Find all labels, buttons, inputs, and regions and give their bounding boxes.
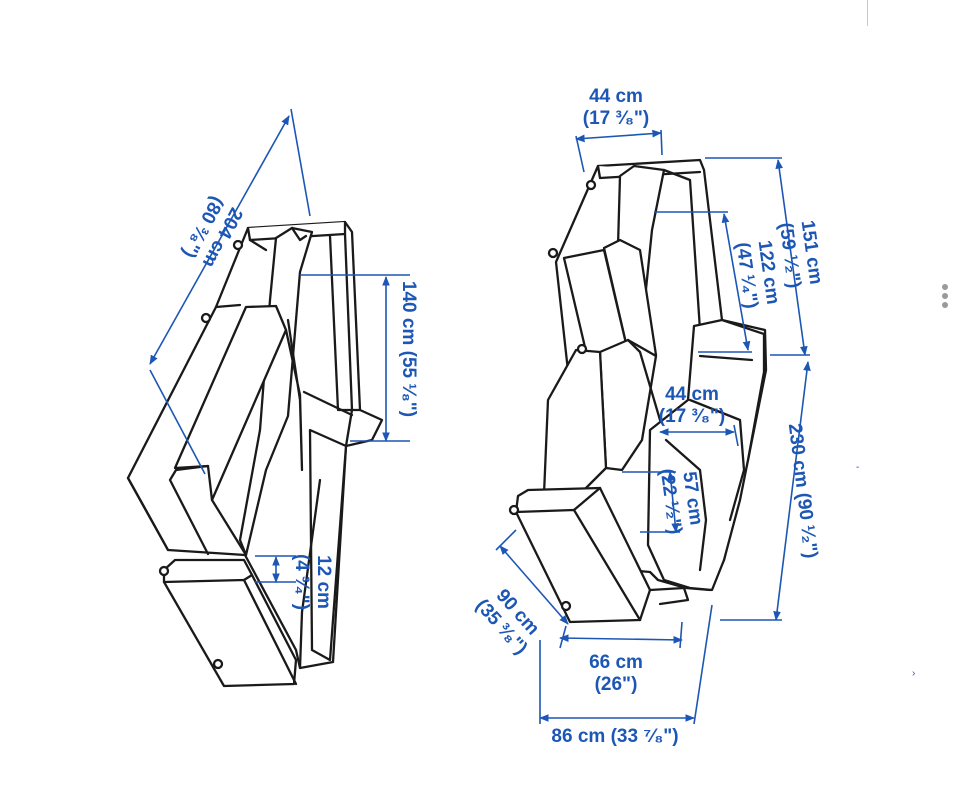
page-speck: › [912,668,916,679]
dim-depth-metric: 140 cm [398,280,419,346]
dim-thickness-imperial: (4 ³⁄₄") [291,553,312,611]
dim-depth-text: 140 cm (55 ¹⁄₈") [397,249,419,449]
dim-ottoman-width-metric: 66 cm [589,652,643,673]
dim-total-width-label: 86 cm (33 ⁷⁄₈") [520,726,710,748]
dim-armrest-width-label: 44 cm (17 ³⁄₈") [642,384,742,428]
dim-ottoman-width-label: 66 cm (26") [566,652,666,696]
page-speck: - [856,462,860,473]
dim-depth-label: 140 cm (55 ¹⁄₈") [397,249,419,449]
dim-back-width-imperial: (17 ³⁄₈") [582,108,650,129]
dim-total-width-metric: 86 cm [551,726,606,747]
dim-depth-imperial: (55 ¹⁄₈") [398,350,419,418]
left-dimension-lines [149,108,410,583]
dim-ottoman-width-imperial: (26") [594,674,638,695]
dim-armrest-width-metric: 44 cm [665,384,719,405]
right-dimension-lines [495,129,811,725]
menu-dot [942,284,948,290]
menu-dot [942,302,948,308]
dim-thickness-metric: 12 cm [313,555,334,609]
dim-total-width-imperial: (33 ⁷⁄₈") [610,726,679,747]
dim-back-width-label: 44 cm (17 ³⁄₈") [566,86,666,130]
top-divider [867,0,868,26]
more-vertical-icon[interactable] [937,281,953,317]
dim-back-width-metric: 44 cm [589,86,643,107]
menu-dot [942,293,948,299]
dim-total-width-text: 86 cm (33 ⁷⁄₈") [520,726,710,748]
dim-thickness-label: 12 cm (4 ³⁄₄") [290,532,334,632]
dim-armrest-width-imperial: (17 ³⁄₈") [658,406,726,427]
